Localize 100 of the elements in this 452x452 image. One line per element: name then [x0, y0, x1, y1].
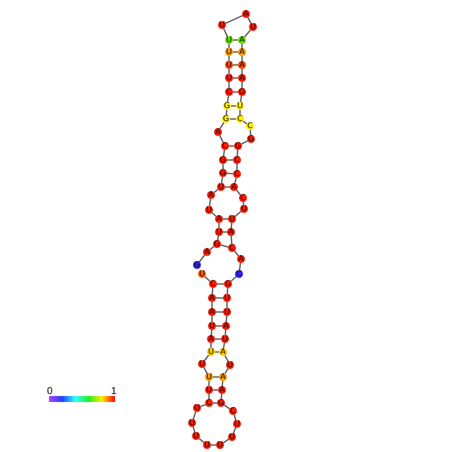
backbone-line: [234, 250, 239, 256]
backbone-line: [232, 428, 236, 434]
nucleotide-circle: C: [228, 244, 236, 252]
nucleotide-circle: A: [207, 335, 215, 343]
backbone-line: [226, 110, 228, 116]
nucleotide-circle: A: [215, 215, 223, 223]
nucleotide-circle: A: [238, 36, 246, 44]
backbone-line: [208, 198, 212, 206]
backbone-line: [222, 438, 230, 444]
backbone-line: [222, 150, 226, 156]
backbone-line: [198, 438, 204, 443]
nucleotide-circle: U: [207, 348, 215, 356]
backbone-line: [240, 96, 242, 102]
backbone-line: [247, 17, 252, 24]
nucleotide-circle: C: [229, 407, 237, 415]
nucleotide-circle: U: [221, 335, 229, 343]
backbone-line: [198, 254, 206, 262]
backbone-line: [250, 130, 252, 136]
nucleotide-circle: A: [238, 61, 246, 69]
backbone-line: [230, 236, 232, 244]
nucleotide-circle: U: [249, 23, 257, 31]
backbone-line: [223, 28, 228, 37]
nucleotide-circle: A: [214, 128, 222, 136]
nucleotide-circle: U: [193, 404, 201, 412]
backbone-line: [244, 30, 251, 38]
nucleotide-circle: U: [205, 206, 213, 214]
backbone-line: [238, 262, 242, 270]
scale-label: 0: [47, 387, 53, 397]
backbone-line: [222, 342, 226, 348]
nucleotide-circle: U: [225, 74, 233, 82]
backbone-line: [226, 288, 228, 294]
nucleotide-circle: U: [208, 322, 216, 330]
nucleotide-circle: C: [225, 88, 233, 96]
nucleotide-circle: G: [238, 88, 246, 96]
backbone-line: [192, 426, 196, 432]
nucleotide-circle: U: [226, 361, 234, 369]
nucleotide-circle: A: [242, 10, 250, 18]
nucleotide-circle: U: [236, 102, 244, 110]
nucleotide-circle: U: [198, 270, 206, 278]
nucleotide-circle: A: [230, 183, 238, 191]
backbone-line: [236, 190, 241, 196]
nucleotide-circle: G: [193, 261, 201, 269]
nucleotide-circle: A: [208, 308, 216, 316]
nucleotide-circle: C: [246, 122, 254, 130]
nucleotide-circle: G: [234, 142, 242, 150]
backbone-line: [234, 178, 237, 184]
nucleotide-circle: A: [222, 322, 230, 330]
backbone-line: [226, 96, 230, 102]
nucleotide-circle: U: [233, 420, 241, 428]
backbone-line: [230, 222, 232, 228]
backbone-line: [217, 236, 219, 240]
nucleotide-circle: A: [238, 48, 246, 56]
nucleotide-circle: C: [236, 115, 244, 123]
base-pair-line: [220, 244, 228, 248]
backbone-line: [192, 412, 196, 420]
nucleotide-circle: U: [223, 308, 231, 316]
backbone-line: [203, 367, 208, 374]
nucleotide-circle: G: [217, 399, 225, 407]
nucleotide-circle: A: [219, 348, 227, 356]
backbone-line: [219, 135, 224, 143]
nucleotide-circle: A: [227, 228, 235, 236]
nucleotide-circle: U: [188, 419, 196, 427]
nucleotide-circle: U: [225, 36, 233, 44]
backbone-line: [220, 176, 224, 184]
nucleotide-circle: U: [228, 433, 236, 441]
nucleotide-circle: U: [203, 441, 211, 449]
backbone-line: [225, 15, 243, 24]
nucleotide-circle: G: [219, 156, 227, 164]
nucleotide-circle: U: [223, 294, 231, 302]
backbone-line: [220, 394, 222, 400]
backbone-line: [224, 330, 226, 336]
nucleotide-circle: U: [215, 228, 223, 236]
nucleotide-circle: U: [217, 183, 225, 191]
backbone-line: [200, 404, 206, 408]
nucleotide-circle: A: [237, 255, 245, 263]
backbone-line: [226, 316, 228, 322]
backbone-line: [222, 380, 224, 386]
nucleotide-circle: C: [233, 170, 241, 178]
nucleotide-circle: U: [225, 61, 233, 69]
nucleotide-circle: A: [218, 386, 226, 394]
nucleotide-circle: C: [233, 156, 241, 164]
nucleotide-circle: U: [198, 360, 206, 368]
nucleotide-circle: A: [203, 248, 211, 256]
nucleotide-circle: U: [216, 441, 224, 449]
nucleotide-circle: C: [221, 142, 229, 150]
nucleotide-circle: G: [247, 135, 255, 143]
backbone-line: [212, 288, 214, 294]
nucleotide-circle: G: [222, 115, 230, 123]
scale-label: 1: [111, 387, 117, 397]
backbone-line: [224, 355, 229, 362]
backbone-line: [224, 368, 229, 374]
nucleotide-circle: U: [218, 21, 226, 29]
nucleotide-circle: U: [192, 432, 200, 440]
backbone-line: [210, 330, 212, 336]
base-pair-line: [226, 172, 234, 174]
nucleotide-circle: U: [228, 215, 236, 223]
nucleotide-circle: U: [240, 205, 248, 213]
backbone-line: [241, 140, 248, 145]
nucleotide-circle: G: [224, 280, 232, 288]
nucleotide-circle: A: [219, 373, 227, 381]
